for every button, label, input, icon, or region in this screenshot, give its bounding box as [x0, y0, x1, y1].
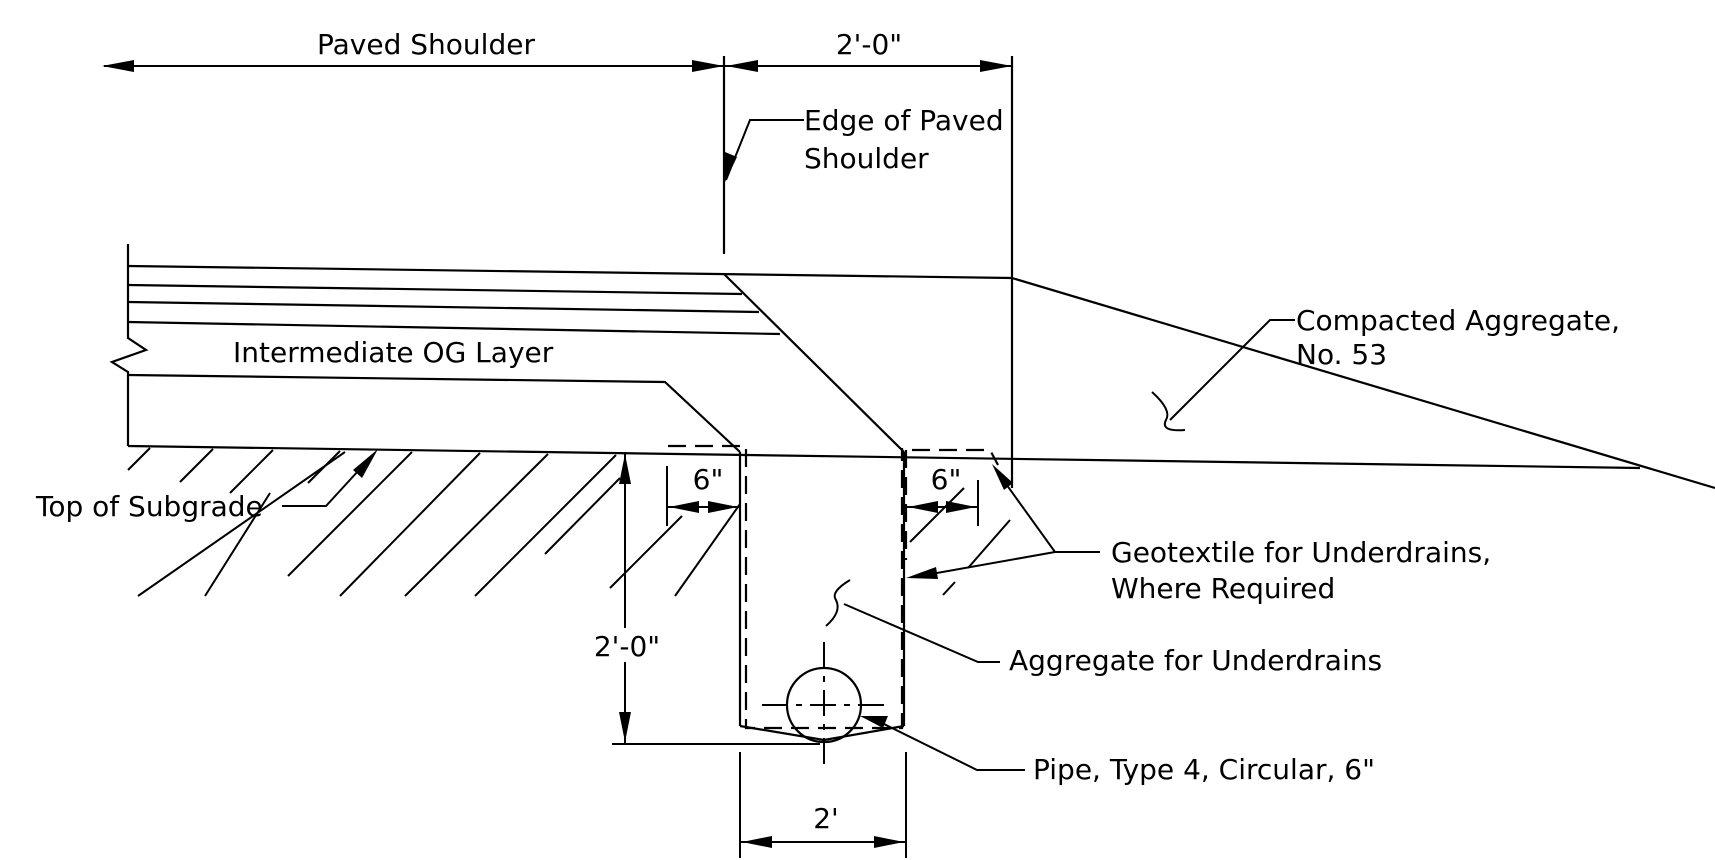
top-of-subgrade-callout: Top of Subgrade — [35, 449, 378, 523]
left-six-inch-dimension: 6" — [666, 463, 740, 526]
geotextile-label-line2: Where Required — [1111, 572, 1335, 605]
top-of-subgrade-label: Top of Subgrade — [35, 490, 263, 523]
offset-dimension-label: 2'-0" — [836, 28, 902, 61]
compacted-aggregate-callout: Compacted Aggregate, No. 53 — [1151, 304, 1620, 432]
shoulder-edge-offset-dimension: 2'-0" — [724, 28, 1012, 72]
trench-width-dimension: 2' — [739, 752, 907, 858]
edge-label-line1: Edge of Paved — [804, 104, 1004, 137]
paved-shoulder-label: Paved Shoulder — [317, 28, 535, 61]
trench-depth-label: 2'-0" — [594, 630, 660, 663]
pavement-layers — [109, 244, 1715, 490]
trench-width-label: 2' — [813, 802, 839, 835]
paved-shoulder-dimension: Paved Shoulder — [102, 28, 724, 72]
compacted-aggregate-line1: Compacted Aggregate, — [1296, 304, 1620, 337]
intermediate-og-layer-label: Intermediate OG Layer — [233, 336, 554, 369]
geotextile-label-line1: Geotextile for Underdrains, — [1111, 536, 1491, 569]
left-six-inch-label: 6" — [693, 463, 724, 496]
compacted-aggregate-line2: No. 53 — [1296, 338, 1387, 371]
aggregate-callout: Aggregate for Underdrains — [825, 579, 1382, 677]
subgrade-hatching — [127, 447, 1011, 597]
edge-of-paved-shoulder-callout: Edge of Paved Shoulder — [724, 104, 1004, 184]
right-six-inch-label: 6" — [931, 463, 962, 496]
pipe-label: Pipe, Type 4, Circular, 6" — [1033, 753, 1375, 786]
trench-depth-dimension: 2'-0" — [590, 452, 820, 745]
aggregate-label: Aggregate for Underdrains — [1009, 644, 1382, 677]
edge-label-line2: Shoulder — [804, 142, 929, 175]
right-six-inch-dimension: 6" — [906, 463, 979, 526]
geotextile-callout: Geotextile for Underdrains, Where Requir… — [906, 464, 1491, 605]
pipe-callout: Pipe, Type 4, Circular, 6" — [860, 716, 1375, 786]
underdrain-pipe — [762, 642, 886, 764]
